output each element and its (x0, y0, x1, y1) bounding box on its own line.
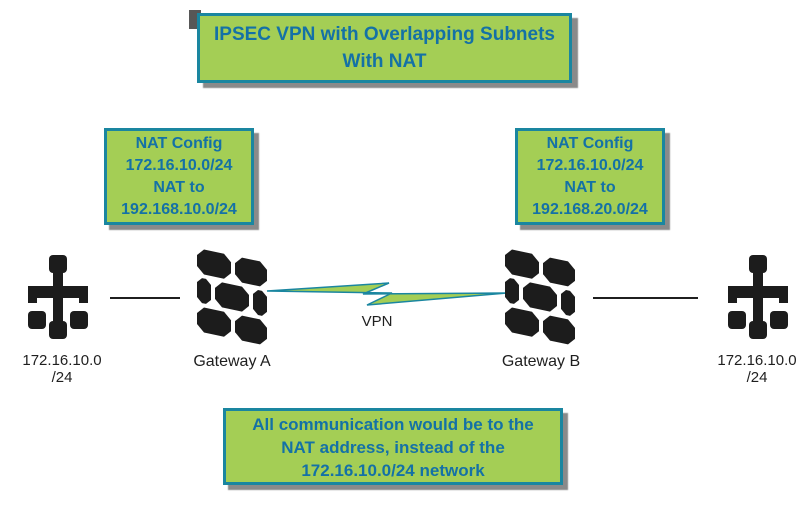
firewall-icon-gateway-b (505, 248, 575, 346)
nat-config-box-right: NAT Config 172.16.10.0/24 NAT to 192.168… (515, 128, 665, 225)
note-line-2: NAT address, instead of the (281, 438, 505, 457)
gateway-a-label: Gateway A (193, 353, 271, 370)
nat-right-line-4: 192.168.20.0/24 (532, 201, 648, 218)
nat-left-line-4: 192.168.10.0/24 (121, 201, 237, 218)
nat-right-line-1: NAT Config (546, 135, 634, 152)
connection-line-right (593, 297, 698, 299)
nat-left-line-2: 172.16.10.0/24 (125, 157, 233, 174)
note-line-1: All communication would be to the (252, 415, 534, 434)
subnet-right-line-2: /24 (746, 369, 768, 386)
vpn-label: VPN (361, 313, 393, 330)
subnet-right-line-1: 172.16.10.0 (717, 352, 797, 369)
title-box: IPSEC VPN with Overlapping Subnets With … (197, 13, 572, 83)
connection-line-left (110, 297, 180, 299)
gateway-b-label: Gateway B (501, 353, 581, 370)
firewall-icon-gateway-a (197, 248, 267, 346)
note-line-3: 172.16.10.0/24 network (301, 461, 485, 480)
subnet-left-line-1: 172.16.10.0 (22, 352, 102, 369)
nat-config-box-left: NAT Config 172.16.10.0/24 NAT to 192.168… (104, 128, 254, 225)
subnet-tree-icon-left (28, 255, 88, 339)
subnet-tree-icon-right (728, 255, 788, 339)
nat-right-line-2: 172.16.10.0/24 (536, 157, 644, 174)
lightning-bolt-icon (266, 282, 508, 306)
subnet-left-line-2: /24 (51, 369, 73, 386)
nat-left-line-1: NAT Config (135, 135, 223, 152)
subnet-label-left: 172.16.10.0 /24 (12, 352, 112, 386)
subnet-label-right: 172.16.10.0 /24 (707, 352, 806, 386)
title-line-2: With NAT (342, 51, 427, 72)
nat-left-line-3: NAT to (153, 179, 205, 196)
nat-right-line-3: NAT to (564, 179, 616, 196)
title-line-1: IPSEC VPN with Overlapping Subnets (214, 24, 555, 45)
bottom-note-box: All communication would be to the NAT ad… (223, 408, 563, 485)
